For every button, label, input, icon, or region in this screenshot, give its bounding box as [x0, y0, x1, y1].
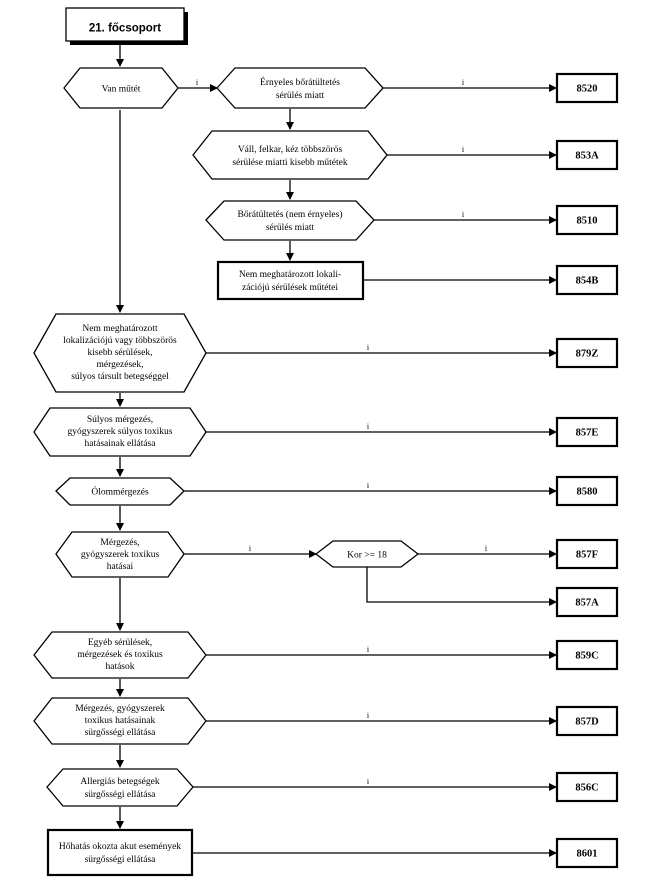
node-label: hatásainak ellátása	[85, 439, 157, 449]
code-label: 857A	[575, 598, 599, 609]
code-label: 8601	[577, 849, 598, 860]
decision-olommergezes: Ólommérgezés	[55, 477, 185, 506]
code-label: 859C	[575, 651, 598, 662]
node-label: Érnyeles bőrátültetés	[260, 76, 340, 88]
yes-label: i	[485, 544, 488, 553]
node-label: sürgősségi ellátása	[85, 728, 157, 738]
code-box-8520: 8520	[555, 72, 619, 104]
yes-labels: i i i i i i i i i i i i	[196, 78, 488, 786]
code-label: 857F	[576, 550, 598, 561]
decision-allergias: Allergiás betegségek sürgősségi ellátása	[46, 768, 194, 807]
node-label: zációjú sérülések műtétei	[242, 283, 338, 293]
code-label: 879Z	[576, 349, 599, 360]
decision-mergezes-surgossegi: Mérgezés, gyógyszerek toxikus hatásainak…	[33, 697, 207, 745]
node-label: Bőrátültetés (nem érnyeles)	[238, 209, 343, 220]
code-box-856C: 856C	[555, 771, 619, 803]
node-label: sérülés miatt	[276, 91, 325, 101]
node-label: sürgősségi ellátása	[85, 790, 157, 800]
yes-label: i	[462, 145, 465, 154]
decision-ermyeles: Érnyeles bőrátültetés sérülés miatt	[216, 67, 384, 109]
code-box-853A: 853A	[555, 139, 619, 171]
node-label: Nem meghatározott lokali-	[239, 270, 341, 280]
yes-label: i	[367, 343, 370, 352]
code-label: 8580	[577, 487, 598, 498]
code-label: 856C	[575, 783, 598, 794]
decision-boratultetes: Bőrátültetés (nem érnyeles) sérülés miat…	[205, 200, 375, 241]
node-label: hatásai	[107, 562, 134, 572]
code-box-8580: 8580	[555, 475, 619, 507]
node-label: Ólommérgezés	[91, 486, 149, 498]
decision-nem-meghatarozott-tobbszoros: Nem meghatározott lokalizációjú vagy töb…	[33, 313, 207, 393]
yes-label: i	[367, 481, 370, 490]
node-label: sérülés miatt	[266, 223, 315, 233]
node-label: kisebb sérülések,	[88, 348, 153, 358]
node-label: gyógyszerek toxikus	[81, 550, 160, 560]
node-label: hatások	[105, 662, 134, 672]
node-label: Kor >= 18	[347, 551, 387, 561]
code-box-879Z: 879Z	[555, 337, 619, 369]
code-label: 857E	[576, 428, 599, 439]
node-label: sérülése miatti kisebb műtétek	[232, 158, 348, 168]
decision-mergezes-toxikus: Mérgezés, gyógyszerek toxikus hatásai	[55, 531, 185, 578]
node-label: Súlyos mérgezés,	[87, 415, 153, 425]
yes-label: i	[462, 78, 465, 87]
title-box: 21. főcsoport	[65, 7, 188, 45]
code-box-857A: 857A	[555, 586, 619, 618]
node-label: Egyéb sérülések,	[88, 638, 152, 648]
node-label: Mérgezés,	[100, 538, 139, 548]
connectors	[116, 41, 557, 857]
decision-sulyos-mergezes: Súlyos mérgezés, gyógyszerek súlyos toxi…	[33, 407, 207, 457]
code-box-854B: 854B	[555, 264, 619, 296]
yes-label: i	[367, 777, 370, 786]
decision-kor: Kor >= 18	[314, 540, 420, 568]
process-hohatas: Hőhatás okozta akut események sürgősségi…	[46, 828, 194, 877]
node-label: gyógyszerek súlyos toxikus	[67, 427, 172, 437]
yes-label: i	[462, 210, 465, 219]
process-nem-meghatarozott-lokalizacio: Nem meghatározott lokali- zációjú sérülé…	[216, 260, 365, 301]
code-box-8601: 8601	[555, 837, 619, 869]
yes-label: i	[367, 422, 370, 431]
connector	[366, 567, 557, 606]
decision-egyeb-serulesek: Egyéb sérülések, mérgezések és toxikus h…	[33, 631, 207, 679]
code-label: 8510	[577, 216, 598, 227]
code-label: 854B	[576, 276, 599, 287]
node-label: lokalizációjú vagy többszörös	[63, 336, 177, 346]
node-label: Hőhatás okozta akut események	[59, 842, 181, 852]
code-box-857D: 857D	[555, 705, 619, 737]
node-label: Nem meghatározott	[82, 324, 158, 334]
yes-label: i	[196, 78, 199, 87]
code-boxes: 8520 853A 8510 854B 879Z 857E 8580 857F	[555, 72, 619, 869]
code-box-859C: 859C	[555, 639, 619, 671]
node-label: Mérgezés, gyógyszerek	[75, 704, 165, 714]
code-label: 8520	[577, 84, 598, 95]
code-label: 853A	[575, 151, 599, 162]
node-label: toxikus hatásainak	[85, 716, 156, 726]
node-label: sürgősségi ellátása	[85, 855, 157, 865]
node-label: mérgezések és toxikus	[77, 650, 163, 660]
decision-van-mutet: Van műtét	[63, 67, 179, 109]
node-label: súlyos társult betegséggel	[71, 372, 169, 382]
decision-vall: Váll, felkar, kéz többszörös sérülése mi…	[192, 130, 388, 180]
node-label: Váll, felkar, kéz többszörös	[238, 144, 343, 155]
node-label: Allergiás betegségek	[80, 777, 159, 787]
code-box-857E: 857E	[555, 416, 619, 448]
node-label: Van műtét	[102, 85, 141, 95]
yes-label: i	[367, 645, 370, 654]
code-box-8510: 8510	[555, 204, 619, 236]
code-label: 857D	[575, 717, 599, 728]
title-text: 21. főcsoport	[89, 23, 161, 35]
node-label: mérgezések,	[96, 360, 143, 370]
code-box-857F: 857F	[555, 538, 619, 570]
yes-label: i	[249, 544, 252, 553]
yes-label: i	[367, 711, 370, 720]
